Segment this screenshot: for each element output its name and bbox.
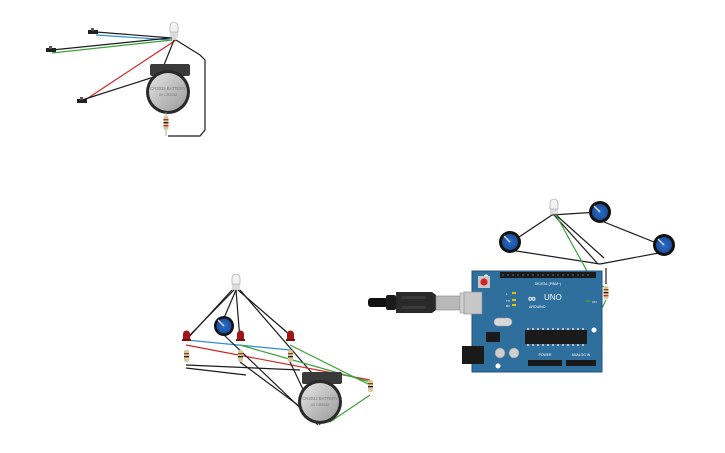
- slide-switch-3[interactable]: [77, 97, 87, 103]
- rgb-led-arduino[interactable]: [549, 198, 559, 216]
- potentiometer-arduino-3[interactable]: [653, 234, 675, 256]
- resistor-bl-1[interactable]: [184, 350, 189, 362]
- analog-header-label: ANALOG IN: [572, 353, 591, 357]
- mount-hole: [495, 363, 501, 369]
- arduino-uno-board[interactable]: DIGITAL (PWM~) ∞ UNO ARDUINO L TX RX ON: [462, 270, 603, 373]
- battery-label-bl: CR2032 BATTERY: [302, 396, 338, 401]
- circuit-top[interactable]: CR2032 BATTERY 3V CR2032: [46, 21, 206, 137]
- analog-header[interactable]: [566, 360, 596, 366]
- slide-switch-1[interactable]: [88, 28, 98, 34]
- usb-cable[interactable]: [368, 292, 479, 314]
- potentiometer-arduino-2[interactable]: [589, 201, 611, 223]
- rgb-led-top[interactable]: [169, 21, 179, 40]
- label-on: ON: [592, 300, 597, 304]
- coin-cell-battery-bottom-left[interactable]: CR2032 BATTERY 3V CR2032: [298, 372, 342, 424]
- circuit-bottom-left[interactable]: CR2032 BATTERY 3V CR2032: [182, 273, 373, 426]
- power-header[interactable]: [528, 360, 562, 366]
- digital-header-label: DIGITAL (PWM~): [535, 282, 561, 286]
- battery-label-top: CR2032 BATTERY: [150, 86, 186, 91]
- resistor-arduino[interactable]: [603, 286, 609, 299]
- rgb-led-bottom-left[interactable]: [231, 273, 241, 291]
- capacitor: [508, 347, 520, 359]
- label-tx: TX: [506, 299, 510, 303]
- arduino-infinity-logo: ∞: [528, 293, 536, 305]
- arduino-brand: ARDUINO: [529, 305, 546, 309]
- label-rx: RX: [506, 304, 510, 308]
- crystal: [493, 317, 513, 327]
- slide-switch-2[interactable]: [46, 46, 56, 52]
- coin-cell-battery-top[interactable]: CR2032 BATTERY 3V CR2032: [146, 64, 190, 114]
- arduino-model: UNO: [544, 293, 562, 302]
- atmega-chip: [525, 330, 587, 344]
- battery-sublabel-bl: 3V CR2032: [311, 403, 330, 407]
- red-led-1[interactable]: [182, 330, 191, 342]
- power-jack[interactable]: [462, 346, 484, 364]
- red-led-3[interactable]: [286, 330, 295, 342]
- mount-hole: [591, 327, 597, 333]
- power-header-label: POWER: [539, 353, 552, 357]
- usb-port[interactable]: [463, 291, 483, 315]
- usb-chip: [486, 332, 500, 342]
- resistor-top[interactable]: [163, 112, 169, 136]
- circuit-arduino[interactable]: DIGITAL (PWM~) ∞ UNO ARDUINO L TX RX ON: [368, 198, 675, 373]
- capacitor: [494, 347, 506, 359]
- potentiometer-bottom-left[interactable]: [214, 316, 234, 336]
- label-l: L: [506, 292, 508, 296]
- resistor-bl-4[interactable]: [368, 380, 373, 392]
- red-led-2[interactable]: [236, 330, 245, 342]
- battery-sublabel-top: 3V CR2032: [159, 93, 178, 97]
- wires-top: [51, 31, 206, 137]
- resistor-bl-3[interactable]: [288, 350, 293, 362]
- wires-bottom-left: [185, 289, 371, 426]
- potentiometer-arduino-1[interactable]: [499, 231, 521, 253]
- resistor-bl-2[interactable]: [238, 350, 243, 362]
